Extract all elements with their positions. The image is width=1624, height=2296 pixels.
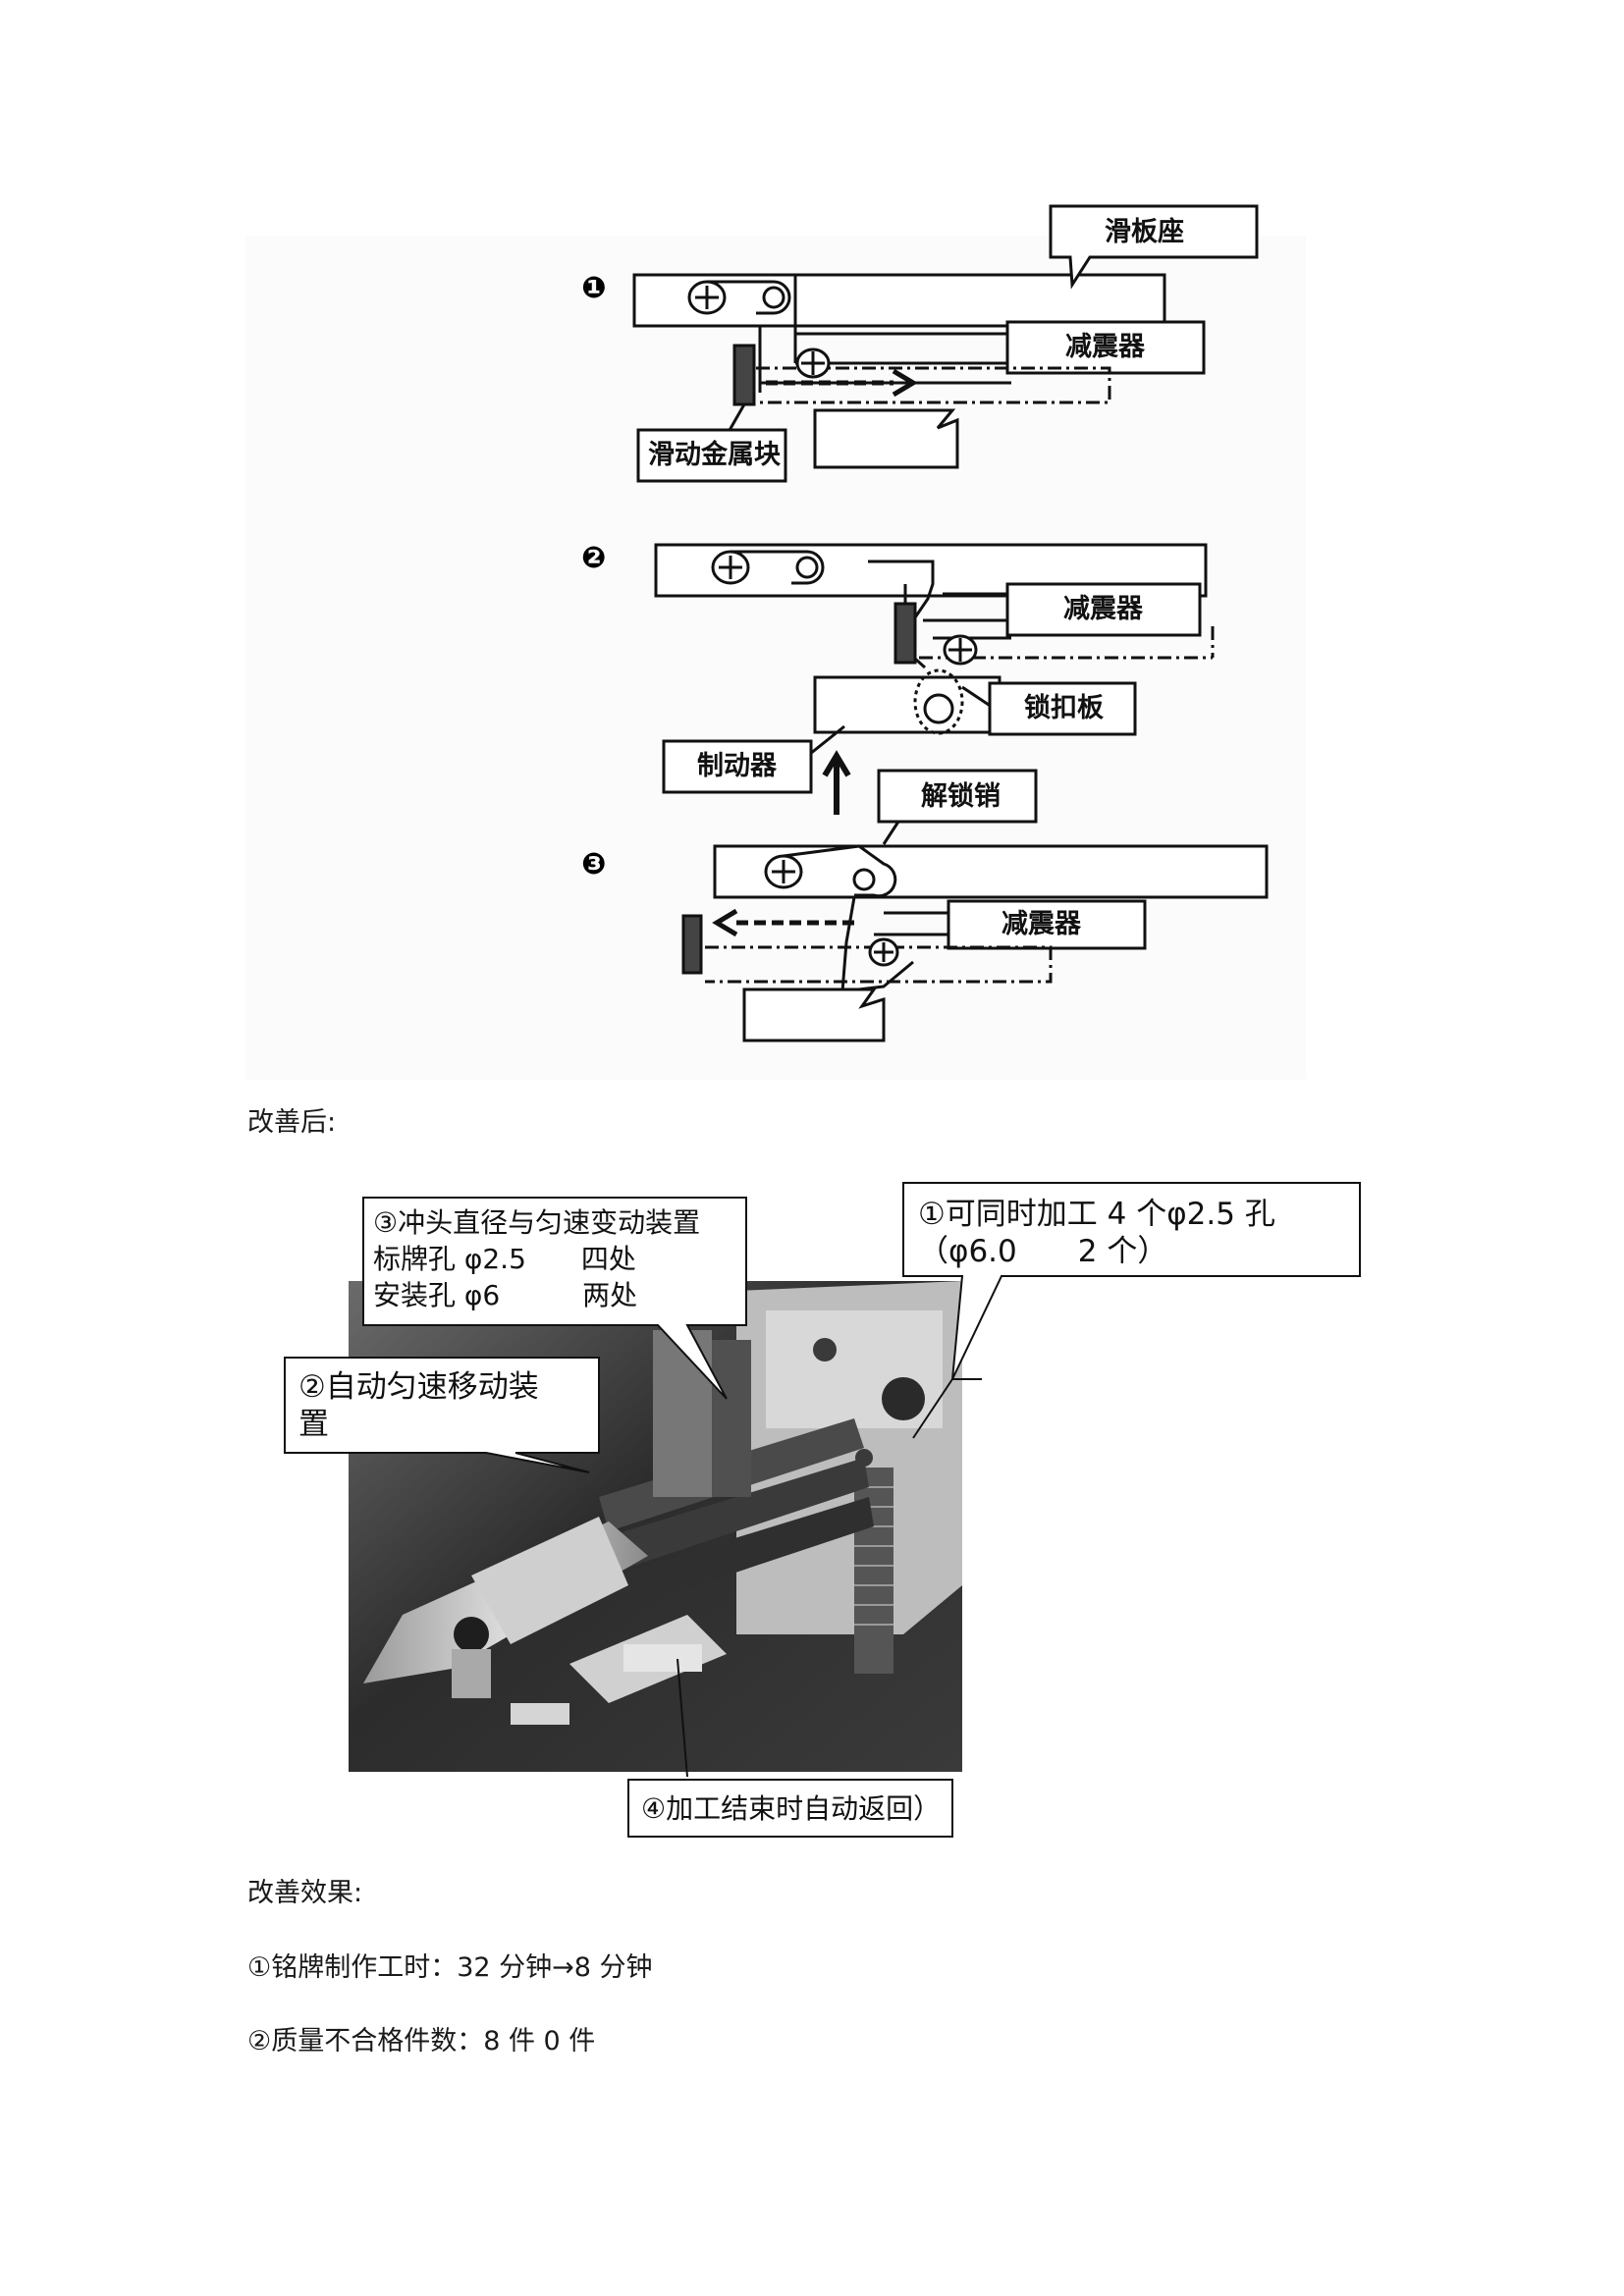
slide-block-label: 滑动金属块: [648, 439, 782, 470]
callout-2-line-2: 置: [298, 1407, 329, 1442]
step-1-lower-box: [815, 410, 957, 467]
step-1-pivot: [797, 349, 829, 377]
callout-1: ①可同时加工 4 个φ2.5 孔 （φ6.0 2 个）: [903, 1183, 1360, 1438]
step-1-slide-block: [734, 346, 754, 404]
callout-3-line-1: ③冲头直径与匀速变动装置: [373, 1206, 700, 1239]
slide-seat-label: 滑板座: [1105, 216, 1184, 247]
device-photo-figure: ①可同时加工 4 个φ2.5 孔 （φ6.0 2 个） ③冲头直径与匀速变动装置…: [275, 1173, 1384, 1841]
damper-label-1: 减震器: [1065, 332, 1146, 362]
damper-label-3: 减震器: [1001, 909, 1082, 939]
effect-item-2: ②质量不合格件数：8 件 0 件: [247, 2025, 595, 2058]
step-1-damper-box: 减震器: [1007, 322, 1204, 373]
callout-3-line-2: 标牌孔 φ2.5 四处: [373, 1243, 636, 1275]
step-2-pivot: [945, 636, 976, 664]
step-2-brake-block: [815, 670, 1000, 733]
step-2-damper-box: 减震器: [1007, 584, 1200, 635]
mechanism-diagram: ❶ 滑板座 减震器 滑动金属块: [245, 196, 1306, 1080]
callout-3-line-3: 安装孔 φ6 两处: [373, 1279, 637, 1311]
lock-plate-label: 锁扣板: [1024, 692, 1104, 723]
effect-heading: 改善效果:: [247, 1877, 362, 1910]
brake-label: 制动器: [697, 751, 778, 781]
effect-item-1: ①铭牌制作工时：32 分钟→8 分钟: [247, 1951, 653, 1985]
callout-1-line-2: （φ6.0 2 个）: [918, 1234, 1167, 1269]
step-3-damper-box: 减震器: [948, 901, 1145, 948]
step-1-marker: ❶: [581, 271, 606, 305]
device-photograph: [349, 1281, 962, 1772]
step-3-marker: ❸: [581, 847, 606, 881]
step-3-lower-box: [744, 989, 884, 1041]
callout-2-line-1: ②自动匀速移动装: [298, 1369, 539, 1405]
callout-1-line-1: ①可同时加工 4 个φ2.5 孔: [918, 1197, 1275, 1232]
step-3-pivot: [870, 939, 897, 965]
callout-4-line-1: ④加工结束时自动返回）: [641, 1792, 941, 1825]
damper-label-2: 减震器: [1063, 594, 1144, 624]
step-3-slide-block: [683, 916, 701, 973]
after-improvement-heading: 改善后:: [247, 1106, 336, 1140]
unlock-pin-label: 解锁销: [921, 780, 1001, 812]
step-2-marker: ❷: [581, 541, 606, 575]
step-2-slide-block: [895, 604, 915, 663]
